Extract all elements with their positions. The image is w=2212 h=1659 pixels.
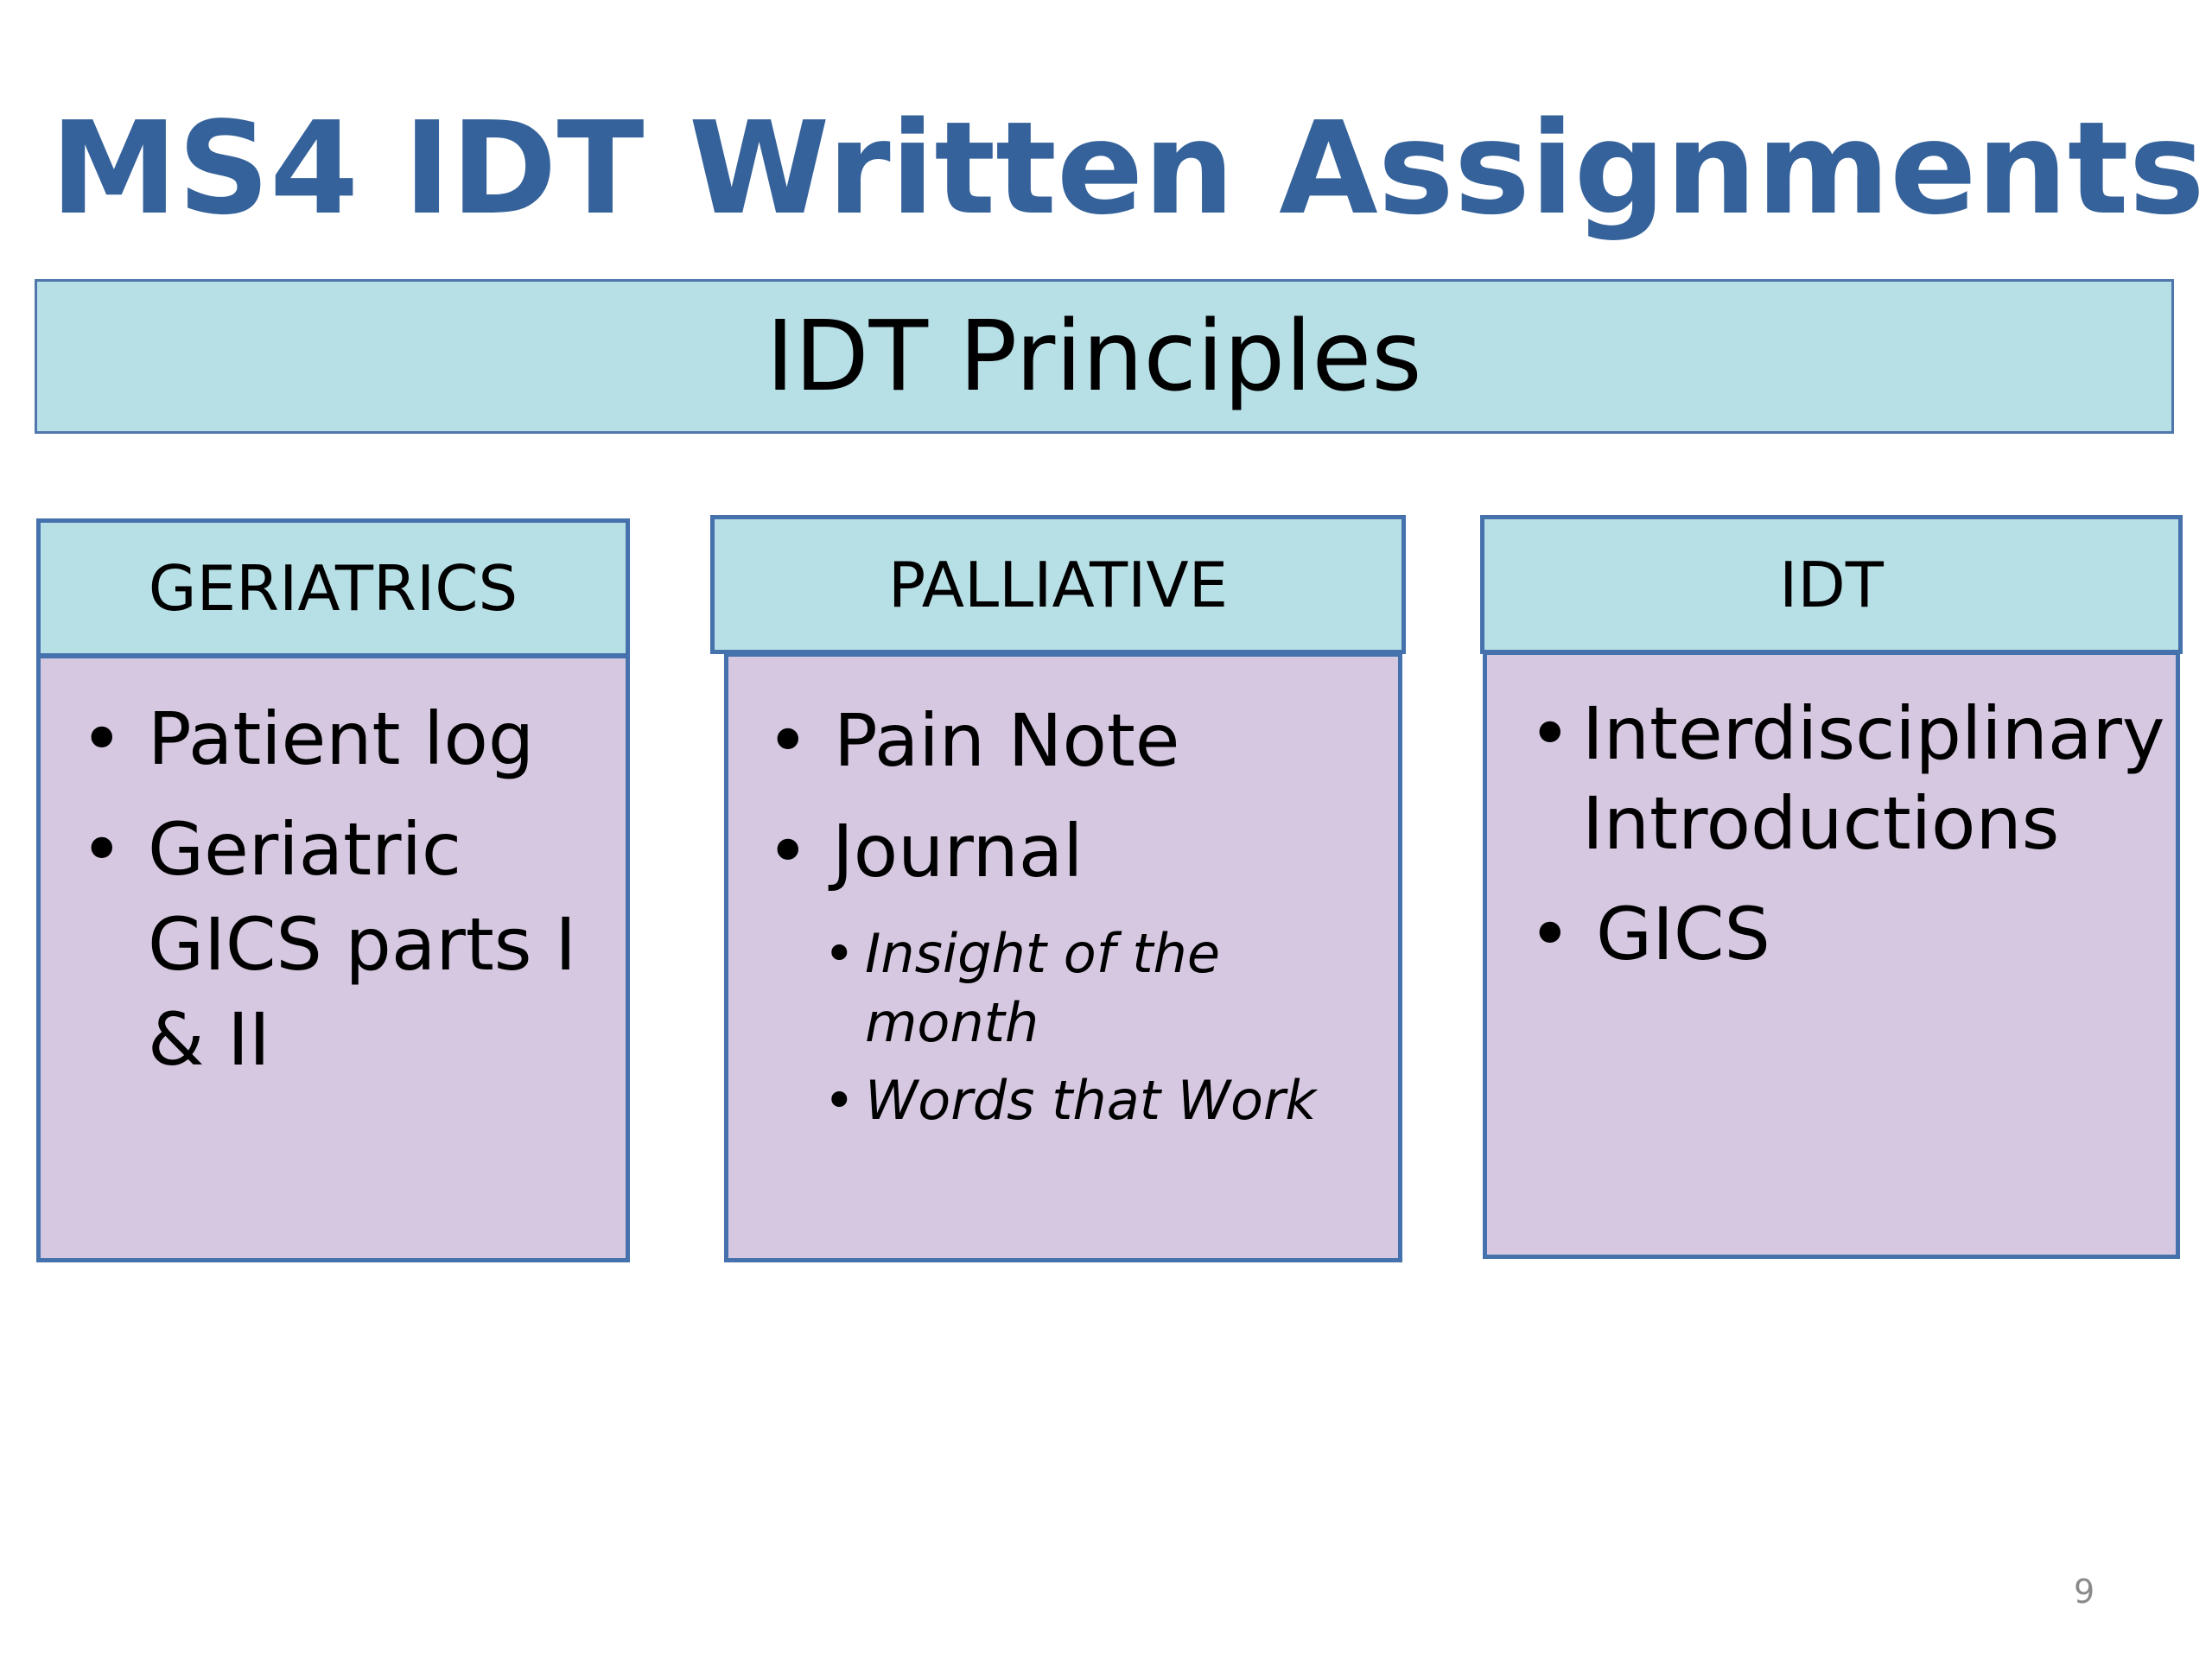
bullet-icon: • xyxy=(766,698,810,783)
item-text: Journal xyxy=(832,809,1084,893)
slide-title: MS4 IDT Written Assignments xyxy=(50,94,2205,243)
page-number: 9 xyxy=(2074,1573,2095,1611)
item-text-line-1: Geriatric xyxy=(148,807,462,892)
palliative-header-label: PALLIATIVE xyxy=(887,548,1229,621)
geriatrics-body: • Patient log • Geriatric GICS parts I &… xyxy=(36,655,630,1262)
bullet-icon: • xyxy=(1529,892,1572,976)
bullet-icon: • xyxy=(1529,691,1572,776)
bullet-icon: • xyxy=(80,807,124,892)
idt-body: • Interdisciplinary Introductions • GICS xyxy=(1483,652,2180,1259)
banner-label: IDT Principles xyxy=(766,300,1422,413)
subitem-text: Words that Work xyxy=(865,1069,1317,1132)
idt-header: IDT xyxy=(1480,515,2183,654)
geriatrics-header: GERIATRICS xyxy=(36,518,630,658)
bullet-icon: • xyxy=(766,809,810,893)
item-text: GICS xyxy=(1596,892,1770,976)
bullet-icon: • xyxy=(823,922,855,985)
item-text: Pain Note xyxy=(834,698,1180,783)
subitem-text-line-1: Insight of the xyxy=(865,922,1220,985)
bullet-icon: • xyxy=(80,696,124,781)
item-text-line-2: Introductions xyxy=(1582,781,2060,866)
palliative-body: • Pain Note • Journal • Insight of the m… xyxy=(724,653,1402,1262)
item-text-line-2: GICS parts I xyxy=(148,902,577,987)
palliative-header: PALLIATIVE xyxy=(710,515,1406,654)
item-text-line-1: Interdisciplinary xyxy=(1582,691,2165,776)
subitem-text-line-2: month xyxy=(865,991,1039,1054)
bullet-icon: • xyxy=(823,1069,855,1132)
idt-principles-banner: IDT Principles xyxy=(35,279,2174,434)
idt-header-label: IDT xyxy=(1779,548,1884,621)
item-text: Patient log xyxy=(148,696,535,781)
geriatrics-header-label: GERIATRICS xyxy=(148,551,518,625)
item-text-line-3: & II xyxy=(148,997,270,1082)
